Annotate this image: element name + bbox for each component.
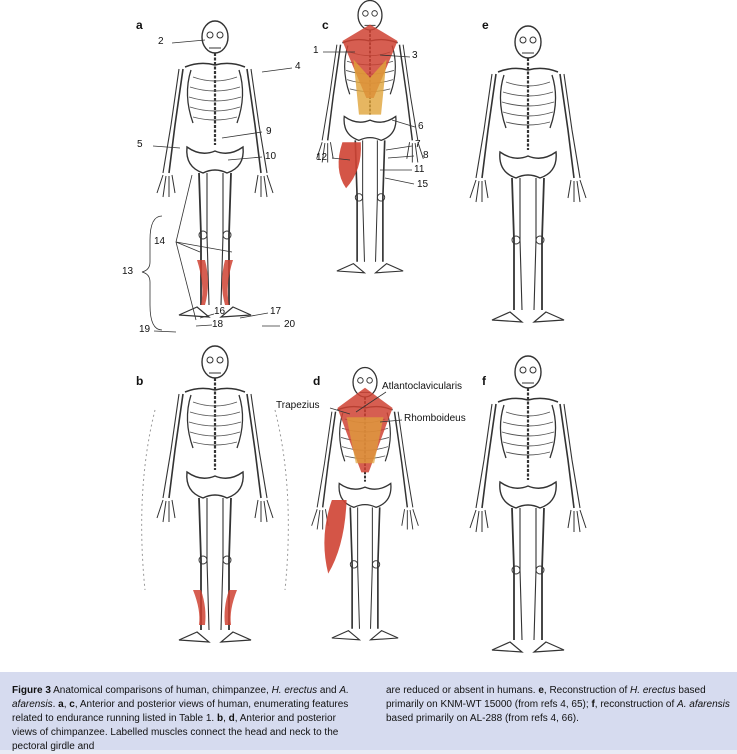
annotation-number: 17 (270, 306, 282, 317)
annotation-number: 2 (158, 36, 164, 47)
figure-caption: Figure 3 Anatomical comparisons of human… (0, 672, 737, 752)
annotation-number: 18 (212, 319, 224, 330)
caption-text: based primarily on KNM-WT 15000 (from re… (386, 685, 706, 710)
panel-label-f: f (482, 374, 486, 388)
caption-text: are reduced or absent in humans. (386, 685, 539, 696)
skeleton-a (155, 19, 275, 319)
caption-text: , Anterior and posterior views of chimpa… (12, 713, 339, 752)
caption-text: Anatomical comparisons of human, chimpan… (50, 685, 272, 696)
panel-label-d: d (313, 374, 321, 388)
panel-label-c: c (322, 18, 329, 32)
caption-text: , Anterior and posterior views of human,… (12, 699, 349, 724)
skeleton-f (468, 354, 588, 654)
caption-text: , (63, 699, 70, 710)
caption-panel-ref: b (216, 713, 224, 724)
skeleton-b (141, 344, 289, 644)
annotation-number: 9 (266, 126, 272, 137)
annotation-lines-d (329, 391, 403, 423)
label-trapezius: Trapezius (276, 400, 320, 411)
caption-column-right: are reduced or absent in humans. e, Reco… (386, 684, 731, 726)
annotation-number: 6 (418, 121, 424, 132)
annotation-lines-c (323, 51, 416, 185)
skeleton-d (310, 366, 420, 641)
annotation-number: 10 (265, 151, 277, 162)
caption-text: based primarily on AL-288 (from refs 4, … (386, 713, 579, 724)
figure-number: Figure 3 (12, 685, 51, 696)
annotation-number: 3 (412, 50, 418, 61)
skeleton-illustrations (141, 0, 588, 654)
caption-text: , (223, 713, 229, 724)
annotation-number: 19 (139, 324, 151, 335)
figure: a c e b d f 2 4 5 9 10 13 14 16 17 18 19… (0, 0, 737, 672)
annotation-number: 11 (414, 164, 425, 175)
annotation-number: 13 (122, 266, 134, 277)
caption-species: H. erectus (630, 685, 676, 696)
annotation-number: 4 (295, 61, 301, 72)
caption-panel-ref: a (58, 699, 64, 710)
caption-panel-ref: c (69, 699, 75, 710)
panel-label-b: b (136, 374, 144, 388)
annotation-number: 16 (214, 306, 226, 317)
caption-text: , reconstruction of (594, 699, 678, 710)
annotation-number: 15 (417, 179, 429, 190)
caption-panel-ref: e (538, 685, 544, 696)
caption-species: A. afarensis (12, 685, 349, 710)
label-rhomboideus: Rhomboideus (404, 413, 466, 424)
annotation-number: 5 (137, 139, 143, 150)
annotation-number: 7 (415, 139, 421, 150)
annotation-number: 8 (423, 150, 429, 161)
annotation-number: 1 (313, 45, 319, 56)
caption-text: . (52, 699, 59, 710)
skeleton-c (315, 0, 425, 274)
caption-species: H. erectus (271, 685, 318, 696)
caption-species: A. afarensis (677, 699, 730, 710)
caption-text: and (317, 685, 340, 696)
annotation-lines-a (141, 39, 293, 333)
panel-label-a: a (136, 18, 143, 32)
annotation-number: 12 (316, 152, 328, 163)
caption-text: , Reconstruction of (543, 685, 631, 696)
skeleton-e (468, 24, 588, 324)
caption-panel-ref: d (228, 713, 235, 724)
caption-panel-ref: f (591, 699, 595, 710)
panel-label-e: e (482, 18, 489, 32)
annotation-number: 14 (154, 236, 166, 247)
label-atlantoclavicularis: Atlantoclavicularis (382, 381, 463, 392)
annotation-number: 20 (284, 319, 296, 330)
caption-column-left: Figure 3 Anatomical comparisons of human… (12, 684, 357, 754)
